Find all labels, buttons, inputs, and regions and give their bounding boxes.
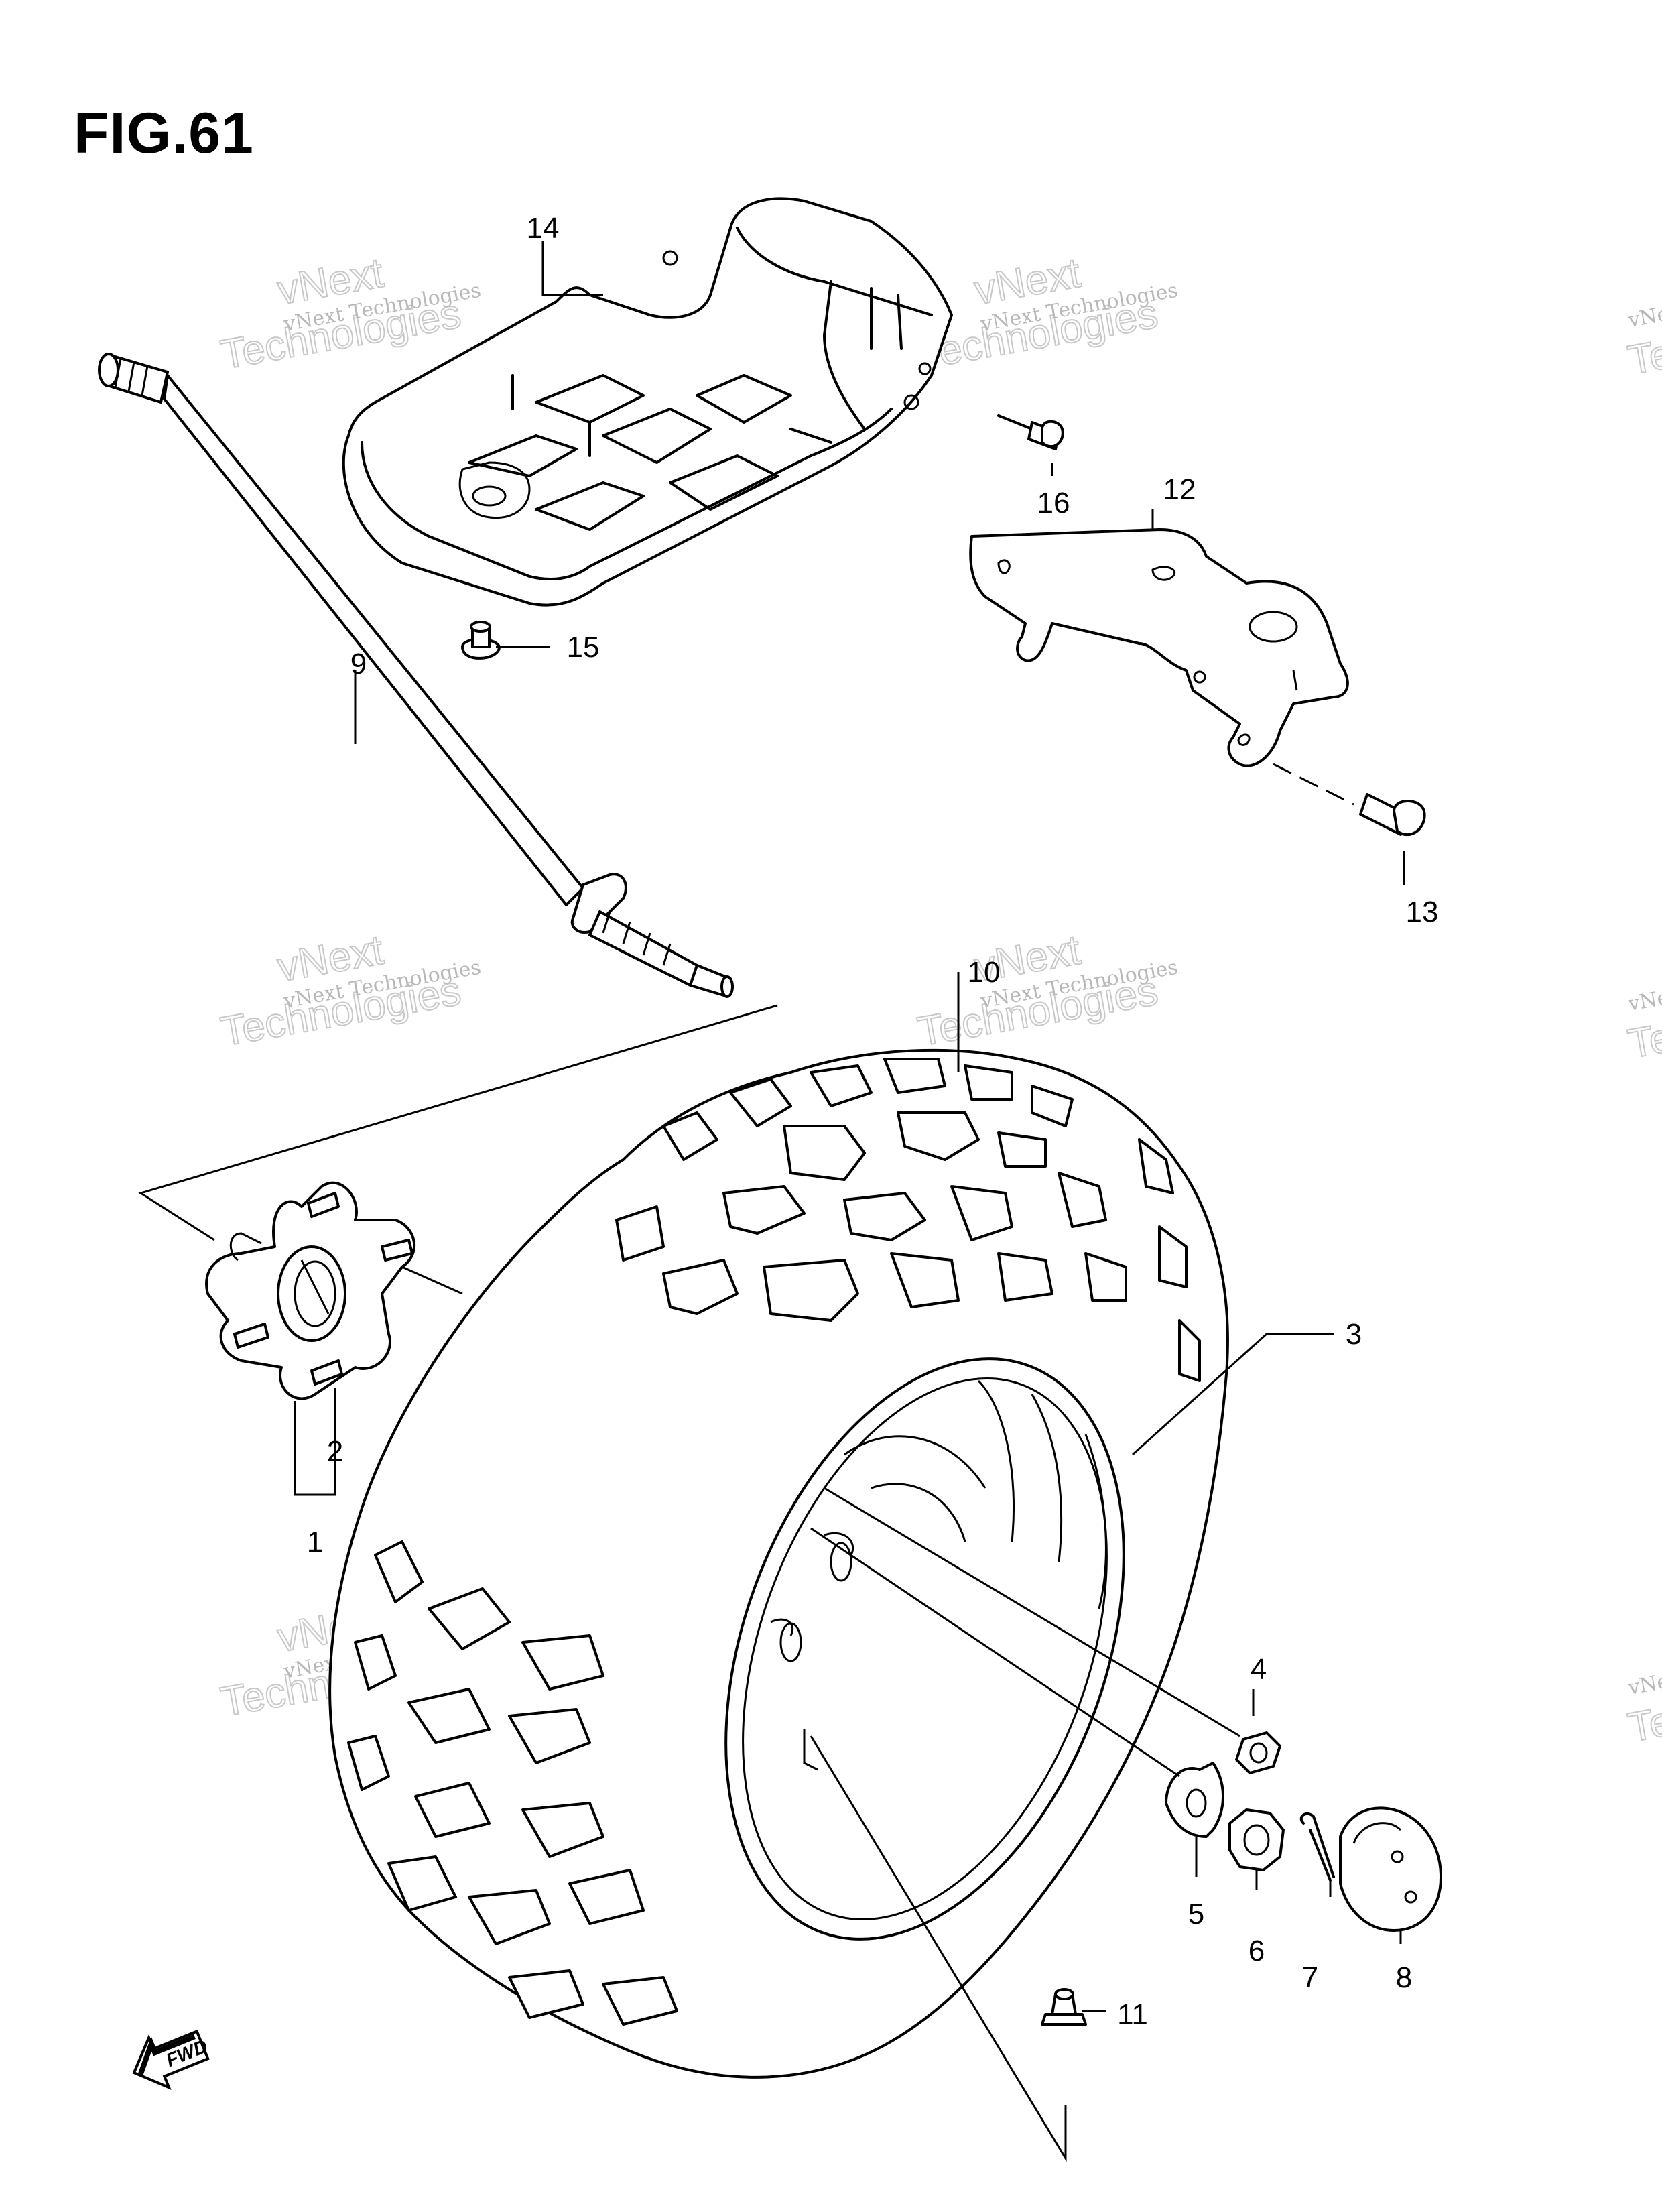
svg-text:vNext Technologies: vNext Technologies: [1626, 959, 1662, 1016]
svg-text:vNext Technologies: vNext Technologies: [1626, 275, 1662, 332]
part-2-stud-4: [310, 1359, 343, 1386]
watermark-right-edge-3: Technologies vNext Technologies: [1624, 1642, 1662, 1752]
watermark-mid-left: vNext Technologies vNext Technologies: [216, 926, 483, 1056]
callout-15: 15: [567, 631, 600, 664]
part-2-stud-1: [307, 1192, 340, 1218]
callout-labels: 14 16 12 13 15 9 10 3 2 1 4 5 6 7 8 11: [307, 212, 1439, 2031]
part-1-hub: [205, 1181, 416, 1400]
callout-1: 1: [307, 1526, 323, 1558]
callout-8: 8: [1396, 1961, 1412, 1994]
callout-10: 10: [968, 956, 1001, 989]
callout-3: 3: [1346, 1318, 1362, 1351]
part-15-bolt: [461, 621, 501, 660]
assembly-line-hub: [138, 1004, 778, 1241]
part-11-valve: [1041, 1988, 1087, 2026]
callout-5: 5: [1188, 1898, 1204, 1930]
watermark-mid-center: vNext Technologies vNext Technologies: [913, 926, 1179, 1056]
leader-lines: [294, 241, 1405, 2162]
part-3-tire: [328, 1048, 1229, 2079]
part-14-skid-plate: [342, 197, 953, 607]
assembly-line-hub-2: [401, 1266, 463, 1295]
callout-16: 16: [1037, 487, 1070, 519]
part-2-stud-2: [381, 1239, 413, 1262]
part-13-bolt: [1273, 763, 1426, 837]
part-9-axle-shaft: [98, 353, 734, 998]
watermark-top-left: vNext Technologies vNext Technologies: [216, 249, 483, 379]
watermark-right-edge-1: Technologies vNext Technologies: [1624, 275, 1662, 385]
callout-11: 11: [1117, 1998, 1148, 2031]
callout-9: 9: [350, 648, 367, 680]
part-7-cotter-pin: [1299, 1812, 1335, 1882]
svg-text:vNext Technologies: vNext Technologies: [1626, 1642, 1662, 1700]
callout-14: 14: [527, 212, 560, 245]
part-12-bracket: [969, 528, 1349, 767]
callout-6: 6: [1249, 1934, 1265, 1967]
part-2-stud-3: [233, 1323, 269, 1349]
callout-4: 4: [1251, 1653, 1267, 1686]
callout-13: 13: [1406, 896, 1439, 928]
callout-2: 2: [327, 1435, 343, 1468]
callout-7: 7: [1302, 1961, 1318, 1994]
part-16-bolt: [997, 414, 1064, 450]
part-8-cap: [1339, 1806, 1442, 1932]
watermark-top-center: vNext Technologies vNext Technologies: [913, 249, 1179, 379]
callout-12: 12: [1163, 473, 1196, 506]
part-6-castle-nut: [1228, 1808, 1285, 1871]
watermark-right-edge-2: Technologies vNext Technologies: [1624, 959, 1662, 1068]
part-4-nut: [1235, 1731, 1281, 1774]
figure-title: FIG.61: [74, 101, 254, 166]
fwd-arrow-icon: FWD: [132, 2029, 210, 2090]
